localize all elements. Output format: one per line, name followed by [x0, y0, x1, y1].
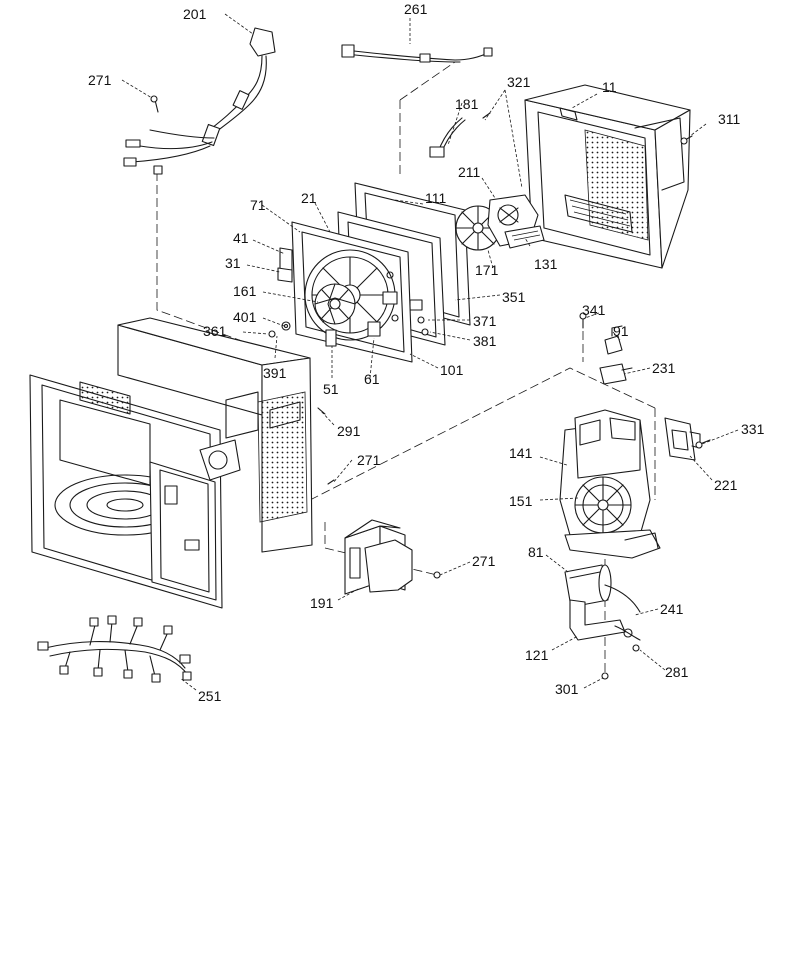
label-11: 11 [602, 79, 617, 95]
oven-cavity-part [29, 317, 313, 609]
label-361: 361 [203, 323, 227, 339]
wire-lead-part [341, 44, 493, 63]
transformer-part [344, 519, 413, 595]
label-201: 201 [183, 6, 207, 22]
screw-parts [150, 95, 711, 680]
label-191: 191 [310, 595, 334, 611]
label-261: 261 [404, 1, 428, 17]
label-41: 41 [233, 230, 249, 246]
label-371: 371 [473, 313, 497, 329]
label-251: 251 [198, 688, 222, 704]
label-391: 391 [263, 365, 287, 381]
label-21: 21 [301, 190, 317, 206]
label-241: 241 [660, 601, 684, 617]
sensor-part [429, 117, 466, 158]
label-181: 181 [455, 96, 479, 112]
label-271-cord: 271 [88, 72, 112, 88]
wire-harness-part [37, 615, 192, 683]
label-291: 291 [337, 423, 361, 439]
label-271-cavity: 271 [357, 452, 381, 468]
label-141: 141 [509, 445, 533, 461]
label-81: 81 [528, 544, 544, 560]
label-101: 101 [440, 362, 464, 378]
label-121: 121 [525, 647, 549, 663]
magnetron-housing-part [559, 409, 661, 559]
bracket-parts [277, 247, 293, 283]
power-cord-part [123, 27, 276, 175]
label-281: 281 [665, 664, 689, 680]
label-351: 351 [502, 289, 526, 305]
label-131: 131 [534, 256, 558, 272]
motor-assembly-part [455, 194, 545, 251]
label-321: 321 [507, 74, 531, 90]
label-31: 31 [225, 255, 241, 271]
label-341: 341 [582, 302, 606, 318]
fan-blade-part [314, 283, 356, 347]
label-91: 91 [613, 323, 629, 339]
fan-frame-part [291, 221, 413, 363]
switch-parts [582, 315, 633, 385]
label-231: 231 [652, 360, 676, 376]
label-211: 211 [458, 164, 481, 180]
label-111: 111 [425, 190, 446, 206]
label-51: 51 [323, 381, 339, 397]
capacitor-part [564, 564, 612, 608]
part-labels: 201 271 261 181 321 11 311 211 21 111 71… [88, 1, 765, 704]
label-311: 311 [718, 111, 741, 127]
label-401: 401 [233, 309, 257, 325]
label-271-transformer: 271 [472, 553, 496, 569]
label-331: 331 [741, 421, 765, 437]
label-151: 151 [509, 493, 533, 509]
label-71: 71 [250, 197, 266, 213]
label-161: 161 [233, 283, 257, 299]
label-301: 301 [555, 681, 579, 697]
label-171: 171 [475, 262, 499, 278]
leader-lines [121, 13, 739, 691]
switch-bracket-part [664, 417, 701, 461]
label-221: 221 [714, 477, 738, 493]
diode-bracket-part [569, 584, 641, 641]
label-381: 381 [473, 333, 497, 349]
label-61: 61 [364, 371, 380, 387]
outer-case-part [524, 84, 691, 269]
